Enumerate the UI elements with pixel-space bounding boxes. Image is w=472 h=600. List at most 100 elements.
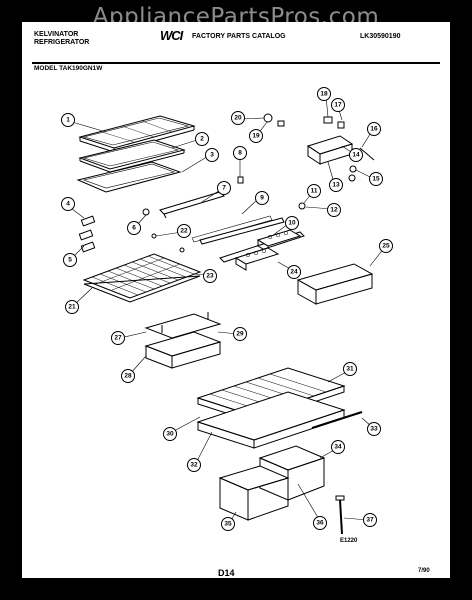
svg-text:34: 34	[334, 444, 342, 451]
part-16-17-18-knobs	[323, 116, 375, 182]
callout-27: 27	[111, 331, 125, 345]
callout-12: 12	[327, 203, 341, 217]
svg-text:3: 3	[210, 152, 214, 159]
svg-text:31: 31	[346, 366, 354, 373]
callout-37: 37	[363, 513, 377, 527]
part-shelf-frame	[76, 161, 182, 193]
part-19-20-light	[263, 113, 285, 127]
callout-33: 33	[367, 422, 381, 436]
callout-21: 21	[65, 300, 79, 314]
callout-2: 2	[195, 132, 209, 146]
svg-text:1: 1	[66, 117, 70, 124]
svg-text:35: 35	[224, 521, 232, 528]
callout-25: 25	[379, 239, 393, 253]
callout-7: 7	[217, 181, 231, 195]
callout-19: 19	[249, 129, 263, 143]
part-13-control-housing	[306, 135, 354, 165]
model-label: MODEL TAK190GN1W	[34, 65, 103, 72]
part-28-drawer	[144, 331, 222, 369]
callout-20: 20	[231, 111, 245, 125]
callout-17: 17	[331, 98, 345, 112]
svg-text:27: 27	[114, 335, 122, 342]
callout-26: 28	[121, 369, 135, 383]
page-number: D14	[218, 568, 235, 578]
svg-text:25: 25	[382, 243, 390, 250]
callout-6: 6	[127, 221, 141, 235]
svg-text:9: 9	[260, 195, 264, 202]
watermark: AppliancePartsPros.com	[92, 4, 380, 30]
part-22-support	[151, 233, 157, 239]
svg-text:17: 17	[334, 102, 342, 109]
part-4-5-brackets	[78, 215, 96, 253]
header-rule	[32, 62, 440, 64]
svg-text:21: 21	[68, 304, 76, 311]
svg-text:30: 30	[166, 431, 174, 438]
brand-block: KELVINATOR REFRIGERATOR	[34, 31, 89, 47]
parts-diagram-sheet: KELVINATOR REFRIGERATOR WCI FACTORY PART…	[22, 22, 450, 578]
svg-text:7: 7	[222, 185, 226, 192]
svg-text:28: 28	[124, 373, 132, 380]
part-7-rail	[199, 217, 285, 245]
callout-22: 22	[177, 224, 191, 238]
svg-text:12: 12	[330, 207, 338, 214]
part-2-shelf	[78, 139, 186, 173]
part-24-egg-trays	[234, 229, 302, 271]
brand-line-2: REFRIGERATOR	[34, 39, 90, 46]
callout-11: 11	[307, 184, 321, 198]
svg-text:14: 14	[352, 152, 360, 159]
wci-logo: WCI	[160, 28, 183, 43]
svg-text:6: 6	[132, 225, 136, 232]
svg-text:18: 18	[320, 91, 328, 98]
callout-8: 8	[233, 146, 247, 160]
svg-text:2: 2	[200, 136, 204, 143]
part-8-screw	[237, 176, 244, 184]
revision-date: 7/90	[418, 568, 430, 574]
svg-text:22: 22	[180, 228, 188, 235]
part-6-clip	[142, 208, 150, 216]
callout-35: 35	[221, 517, 235, 531]
callout-10: 10	[285, 216, 299, 230]
wci-logo-text: WCI	[160, 28, 183, 43]
callout-36: 36	[313, 516, 327, 530]
figure-code: E1220	[340, 538, 358, 544]
callout-1: 1	[61, 113, 75, 127]
svg-text:8: 8	[238, 150, 242, 157]
svg-text:33: 33	[370, 426, 378, 433]
svg-text:4: 4	[66, 201, 70, 208]
svg-text:10: 10	[288, 220, 296, 227]
callout-29: 29	[233, 327, 247, 341]
svg-text:13: 13	[332, 182, 340, 189]
exploded-parts-drawing: 1 2 3 4 5 6 7 8 9 10 11 12 13 14 15 16 1…	[61, 87, 393, 535]
callout-4: 4	[61, 197, 75, 211]
catalog-title: FACTORY PARTS CATALOG	[192, 33, 286, 40]
svg-text:23: 23	[206, 273, 214, 280]
catalog-number: LK30590190	[360, 33, 401, 40]
callout-9: 9	[255, 191, 269, 205]
callout-16: 16	[367, 122, 381, 136]
part-25-pan	[296, 263, 374, 305]
svg-text:32: 32	[190, 462, 198, 469]
callout-23: 23	[203, 269, 217, 283]
callout-5: 5	[63, 253, 77, 267]
callout-34: 34	[331, 440, 345, 454]
callout-30: 30	[163, 427, 177, 441]
part-35-crisper	[218, 465, 290, 521]
callout-3: 3	[205, 148, 219, 162]
part-21-wire-shelf	[82, 253, 202, 303]
callout-24: 24	[287, 265, 301, 279]
part-3-rail	[159, 191, 225, 219]
part-11-12-screw	[298, 202, 306, 210]
svg-text:20: 20	[234, 115, 242, 122]
svg-text:5: 5	[68, 257, 72, 264]
callout-31: 31	[343, 362, 357, 376]
callout-13: 13	[329, 178, 343, 192]
callout-14: 14	[349, 148, 363, 162]
brand-line-1: KELVINATOR	[34, 31, 79, 38]
part-22-support-2	[179, 247, 185, 253]
part-37-pin	[335, 495, 345, 535]
part-27-cover	[144, 312, 222, 339]
part-33-strip	[311, 411, 363, 429]
part-9-channel	[191, 215, 273, 243]
svg-text:29: 29	[236, 331, 244, 338]
svg-text:37: 37	[366, 517, 374, 524]
